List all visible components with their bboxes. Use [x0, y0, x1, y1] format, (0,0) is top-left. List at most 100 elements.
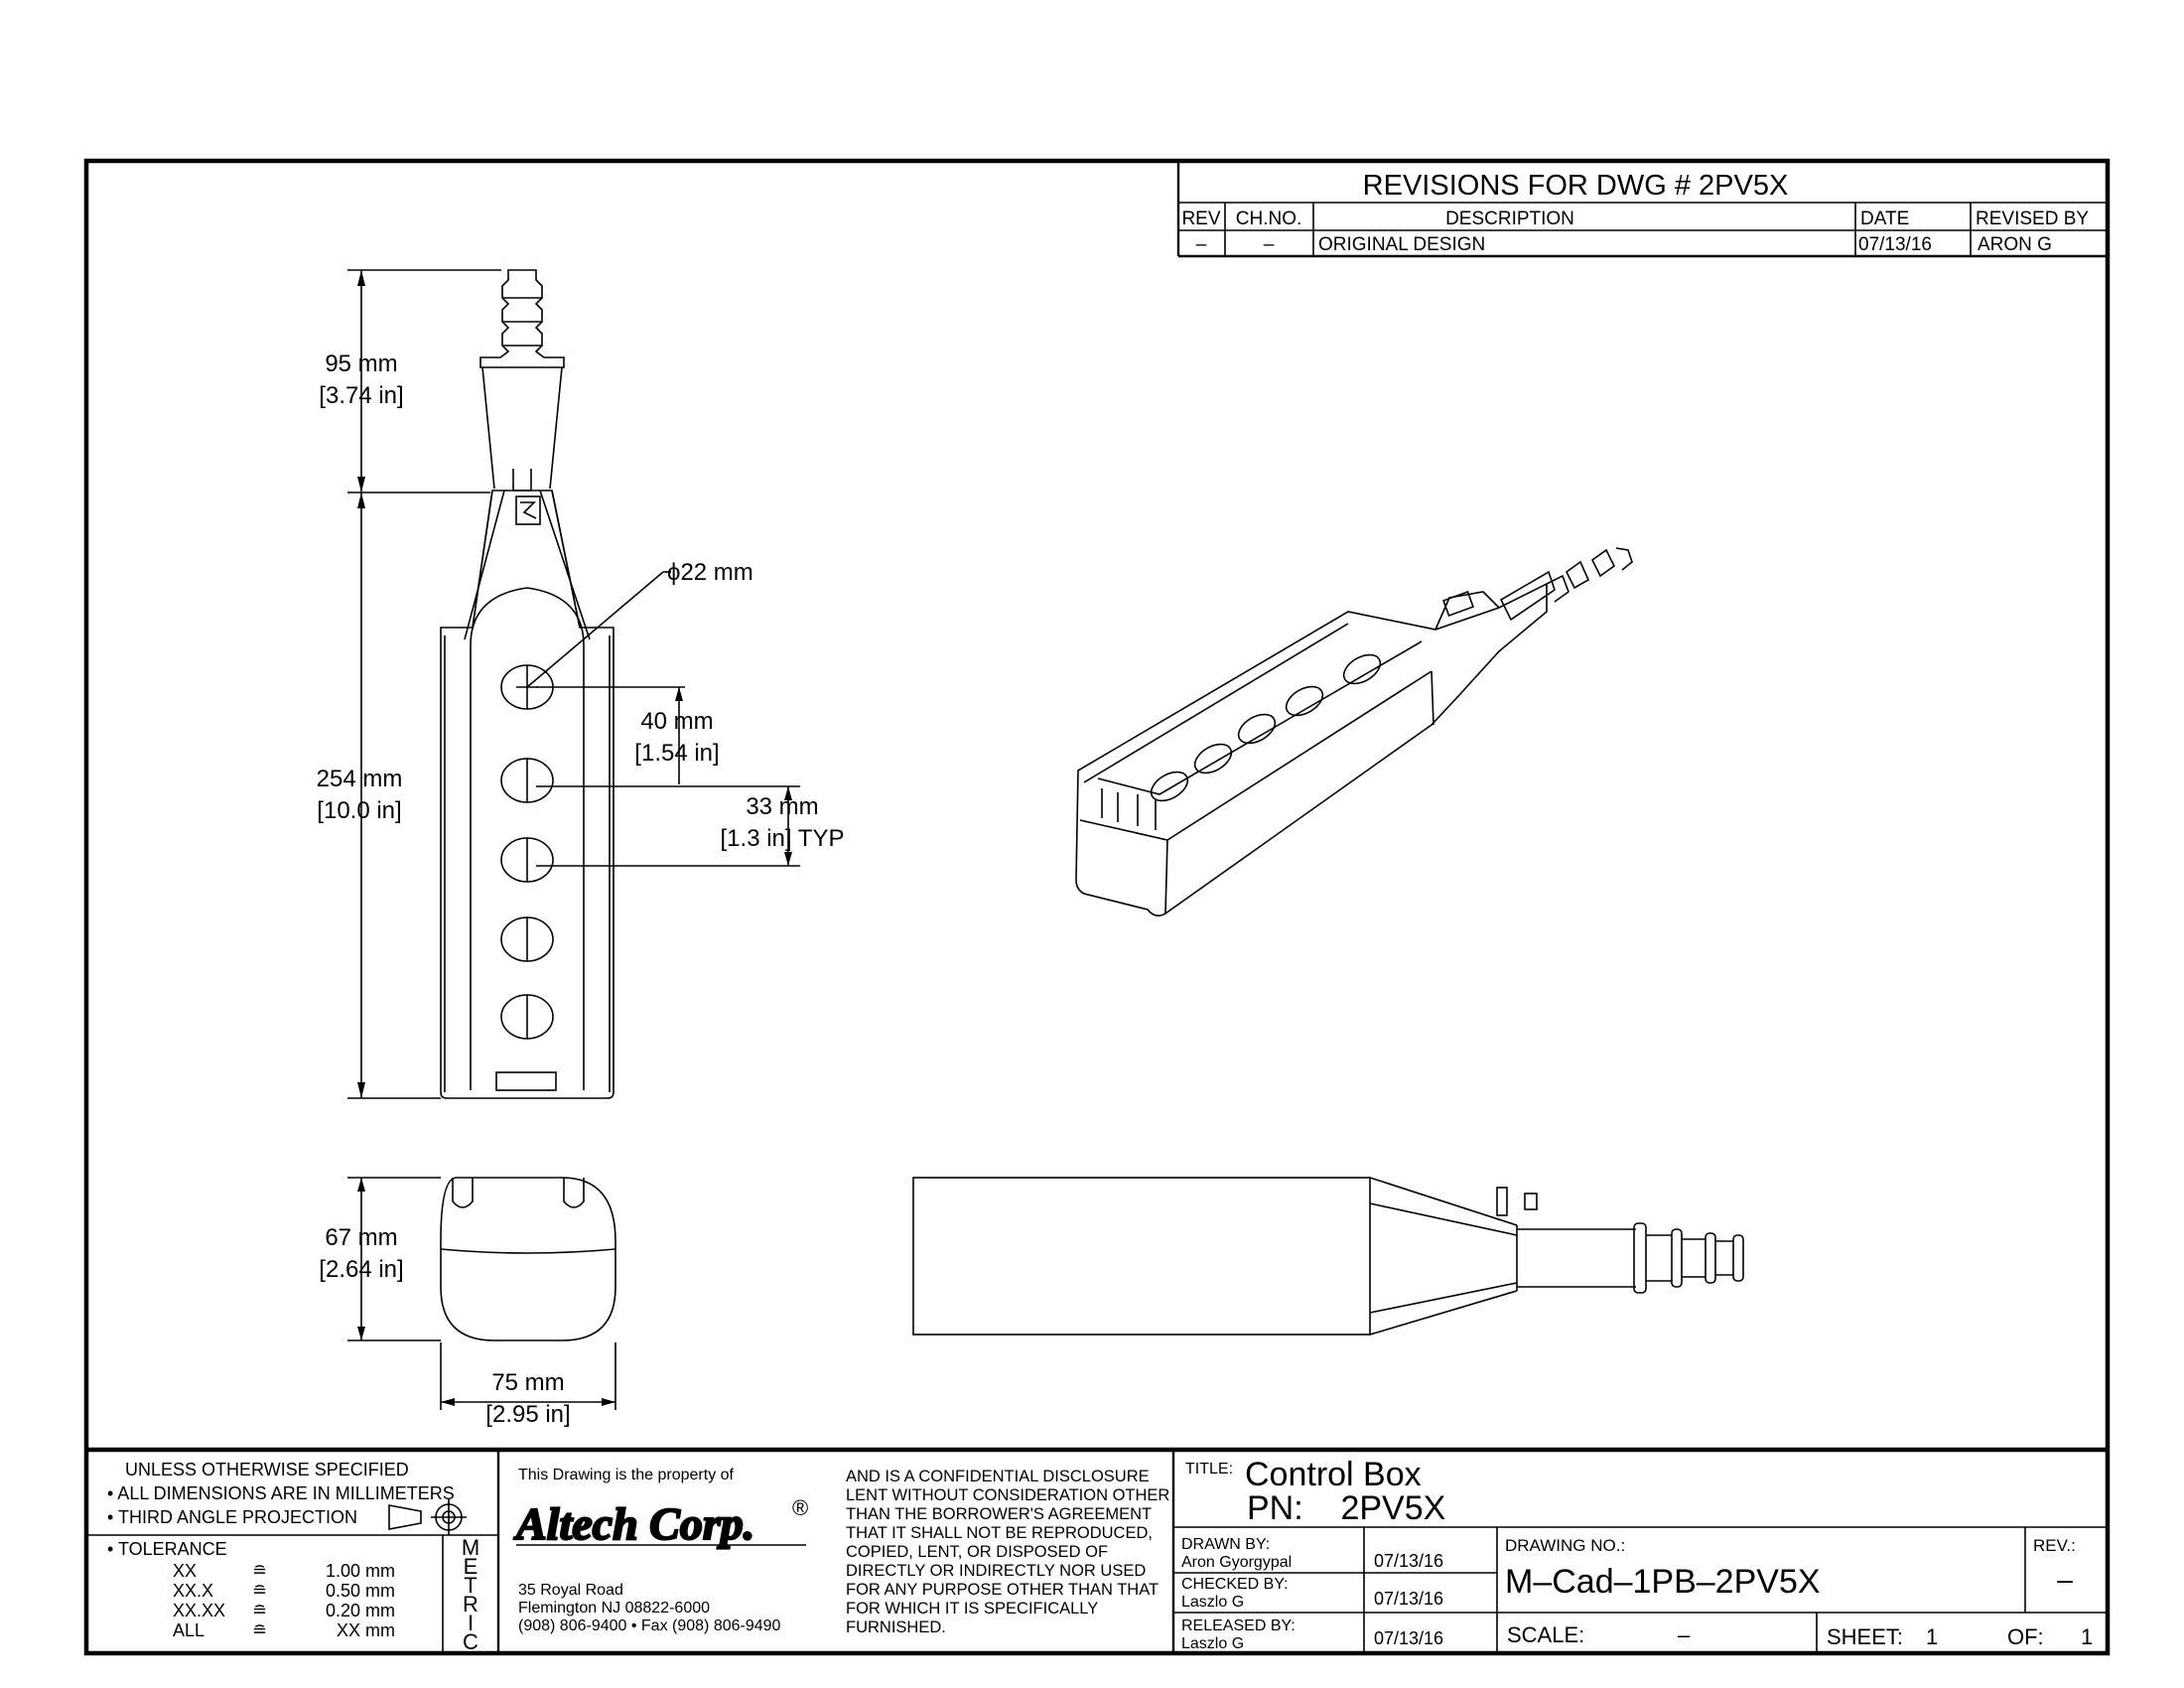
- button-pitch-mm: 33 mm: [746, 793, 818, 820]
- released-by-label: RELEASED BY:: [1181, 1618, 1296, 1634]
- revision-description: ORIGINAL DESIGN: [1318, 234, 1485, 255]
- tolerance-label: • TOLERANCE: [107, 1539, 227, 1559]
- sheet-value: 1: [1926, 1624, 1938, 1649]
- tolerance-key-2: XX.X: [173, 1581, 213, 1601]
- metric-label: M E T R I C: [462, 1535, 479, 1654]
- revised-by-header: REVISED BY: [1976, 209, 2089, 229]
- checked-by: Laszlo G: [1181, 1594, 1244, 1611]
- tolerance-sym-4: ≘: [252, 1620, 267, 1640]
- iso-button-5: [1342, 653, 1382, 685]
- tolerance-sym-3: ≘: [252, 1601, 267, 1620]
- first-button-offset-mm: 40 mm: [640, 708, 713, 735]
- tolerance-val-1: 1.00 mm: [326, 1561, 395, 1581]
- svg-text:LENT WITHOUT CONSIDERATION OTH: LENT WITHOUT CONSIDERATION OTHER: [846, 1486, 1169, 1504]
- checked-by-label: CHECKED BY:: [1181, 1576, 1289, 1593]
- tolerance-key-3: XX.XX: [173, 1601, 225, 1620]
- revision-chno: –: [1264, 234, 1275, 255]
- company-reg-mark: ®: [792, 1495, 808, 1520]
- iso-button-4: [1285, 685, 1324, 717]
- svg-text:FOR ANY PURPOSE OTHER THAN THA: FOR ANY PURPOSE OTHER THAN THAT: [846, 1581, 1159, 1599]
- button-diameter: ϕ22 mm: [667, 559, 753, 586]
- button-pitch-in: [1.3 in] TYP: [721, 825, 845, 852]
- svg-text:M: M: [462, 1535, 479, 1560]
- sheet-label: SHEET:: [1827, 1624, 1903, 1649]
- height-in: [2.64 in]: [319, 1256, 403, 1283]
- company-logo: Altech Corp.: [513, 1498, 754, 1549]
- height-mm: 67 mm: [325, 1224, 397, 1251]
- svg-text:E: E: [464, 1554, 478, 1579]
- released-date: 07/13/16: [1374, 1628, 1443, 1648]
- rev-label: REV.:: [2033, 1536, 2076, 1555]
- drawn-date: 07/13/16: [1374, 1551, 1443, 1571]
- front-button-4: [500, 916, 554, 962]
- tolerance-sym-2: ≘: [252, 1581, 267, 1601]
- note-third-angle: • THIRD ANGLE PROJECTION: [107, 1507, 357, 1527]
- tolerance-val-2: 0.50 mm: [326, 1581, 395, 1601]
- tolerance-val-3: 0.20 mm: [326, 1601, 395, 1620]
- of-value: 1: [2081, 1624, 2093, 1649]
- iso-button-2: [1193, 743, 1233, 774]
- width-in: [2.95 in]: [485, 1401, 570, 1428]
- revision-date: 07/13/16: [1858, 234, 1932, 255]
- rev-header: REV: [1181, 209, 1220, 229]
- svg-text:THAT IT SHALL NOT BE REPRODUCE: THAT IT SHALL NOT BE REPRODUCED,: [846, 1524, 1153, 1542]
- drawn-by: Aron Gyorgypal: [1181, 1554, 1292, 1571]
- chno-header: CH.NO.: [1236, 209, 1302, 229]
- end-view: [347, 1177, 616, 1410]
- checked-date: 07/13/16: [1374, 1589, 1443, 1609]
- tolerance-key-1: XX: [173, 1561, 197, 1581]
- part-number: PN: 2PV5X: [1247, 1489, 1445, 1527]
- revisions-title: REVISIONS FOR DWG # 2PV5X: [1363, 170, 1789, 202]
- date-header: DATE: [1860, 209, 1909, 229]
- tolerance-val-4: XX mm: [337, 1620, 395, 1640]
- drawing-no: M–Cad–1PB–2PV5X: [1505, 1563, 1821, 1601]
- revision-revised-by: ARON G: [1978, 234, 2052, 255]
- company-phone: (908) 806-9400 • Fax (908) 806-9490: [518, 1618, 781, 1634]
- company-address1: 35 Royal Road: [518, 1582, 623, 1599]
- property-of: This Drawing is the property of: [518, 1467, 735, 1483]
- drawing-border: [83, 158, 2111, 1656]
- released-by: Laszlo G: [1181, 1635, 1244, 1652]
- front-button-2: [500, 758, 554, 803]
- cable-length-mm: 95 mm: [325, 351, 397, 377]
- scale-label: SCALE:: [1507, 1622, 1584, 1647]
- note-unless: UNLESS OTHERWISE SPECIFIED: [125, 1460, 409, 1479]
- iso-button-3: [1237, 713, 1277, 745]
- tolerance-key-4: ALL: [173, 1620, 205, 1640]
- svg-text:I: I: [468, 1611, 474, 1635]
- note-dims-mm: • ALL DIMENSIONS ARE IN MILLIMETERS: [107, 1483, 455, 1503]
- drawing-no-label: DRAWING NO.:: [1505, 1536, 1625, 1555]
- description-header: DESCRIPTION: [1445, 209, 1574, 229]
- company-address2: Flemington NJ 08822-6000: [518, 1600, 710, 1617]
- rev-value: –: [2057, 1564, 2073, 1595]
- body-length-mm: 254 mm: [317, 766, 403, 792]
- body-length-in: [10.0 in]: [317, 797, 401, 824]
- cable-length-in: [3.74 in]: [319, 382, 403, 409]
- svg-text:T: T: [464, 1573, 477, 1598]
- svg-text:FURNISHED.: FURNISHED.: [846, 1618, 946, 1636]
- front-dimensions: [347, 269, 800, 1099]
- title-block: [86, 1447, 2108, 1653]
- iso-button-1: [1150, 771, 1189, 802]
- svg-text:THAN THE BORROWER'S AGREEMENT: THAN THE BORROWER'S AGREEMENT: [846, 1505, 1152, 1523]
- first-button-offset-in: [1.54 in]: [634, 740, 719, 767]
- drawn-by-label: DRAWN BY:: [1181, 1536, 1270, 1553]
- revision-rev: –: [1196, 234, 1207, 255]
- of-label: OF:: [2007, 1624, 2044, 1649]
- revisions-table: REVISIONS FOR DWG # 2PV5X REV CH.NO. DES…: [1176, 161, 2108, 258]
- svg-text:COPIED, LENT, OR DISPOSED OF: COPIED, LENT, OR DISPOSED OF: [846, 1543, 1108, 1561]
- side-view: [912, 1177, 1744, 1336]
- drawing-title: Control Box: [1245, 1456, 1422, 1493]
- title-label: TITLE:: [1185, 1461, 1233, 1477]
- confidential-notice: AND IS A CONFIDENTIAL DISCLOSURE LENT WI…: [846, 1468, 1169, 1636]
- front-view: [440, 269, 614, 1099]
- svg-text:FOR WHICH IT IS SPECIFICALLY: FOR WHICH IT IS SPECIFICALLY: [846, 1600, 1098, 1618]
- isometric-view: [1075, 547, 1633, 917]
- svg-text:AND IS A CONFIDENTIAL DISCLOSU: AND IS A CONFIDENTIAL DISCLOSURE: [846, 1468, 1150, 1485]
- scale-value: –: [1678, 1622, 1691, 1647]
- width-mm: 75 mm: [491, 1369, 564, 1396]
- svg-text:C: C: [463, 1629, 478, 1654]
- front-button-3: [500, 837, 554, 883]
- svg-text:DIRECTLY OR INDIRECTLY NOR USE: DIRECTLY OR INDIRECTLY NOR USED: [846, 1562, 1146, 1580]
